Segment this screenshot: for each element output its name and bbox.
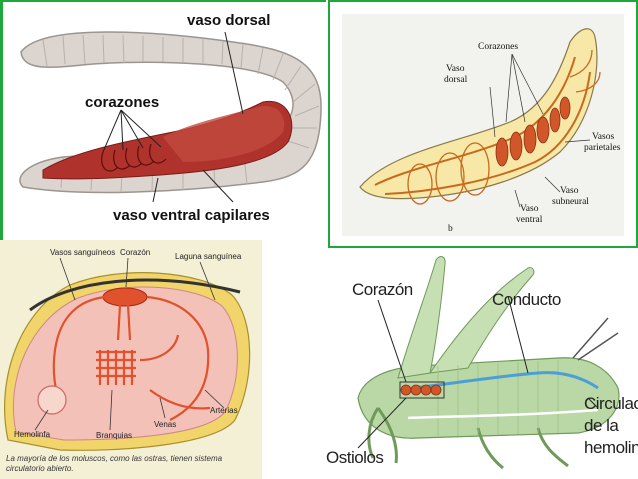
label-vasos-parietales-2: parietales <box>584 143 621 153</box>
annelid-panel: Corazones Vaso dorsal Vasos parietales V… <box>328 0 638 248</box>
label-corazon-grasshopper: Corazón <box>352 280 413 299</box>
label-conducto: Conducto <box>492 290 561 309</box>
label-corazones: corazones <box>85 94 160 111</box>
grasshopper-panel: Corazón Conducto Ostiolos Circulación de… <box>318 248 638 479</box>
label-vasos-parietales-1: Vasos <box>592 132 615 142</box>
label-hemolinfa: Hemolinfa <box>14 430 51 439</box>
label-figure-letter: b <box>448 224 453 234</box>
label-vaso-subneural-2: subneural <box>552 197 589 207</box>
mollusc-illustration <box>4 257 251 451</box>
mollusc-caption: La mayoría de los moluscos, como las ost… <box>6 454 223 473</box>
label-corazones-annelid: Corazones <box>478 42 519 52</box>
label-vaso-ventral-annelid-2: ventral <box>516 215 543 225</box>
label-circulacion-1: Circulación <box>584 394 638 413</box>
earthworm-illustration <box>19 31 322 203</box>
label-vaso-dorsal-annelid-2: dorsal <box>444 75 468 85</box>
label-vaso-subneural-1: Vaso <box>560 186 579 196</box>
earthworm-panel: vaso dorsal corazones vaso ventral capil… <box>0 0 326 240</box>
label-circulacion-3: hemolinfa <box>584 438 638 457</box>
grasshopper-illustration <box>357 256 620 470</box>
label-arterias: Arterias <box>210 406 238 415</box>
label-vasos-sanguineos: Vasos sanguíneos <box>50 248 116 257</box>
annelid-illustration <box>359 28 601 208</box>
label-vaso-dorsal: vaso dorsal <box>187 12 271 29</box>
label-vaso-ventral-capilares: vaso ventral capilares <box>113 207 270 224</box>
label-corazon-mollusc: Corazón <box>120 248 151 257</box>
label-laguna-sanguinea: Laguna sanguínea <box>175 252 242 261</box>
mollusc-panel: Vasos sanguíneos Corazón Laguna sanguíne… <box>0 240 262 479</box>
label-venas: Venas <box>154 420 177 429</box>
label-ostiolos: Ostiolos <box>326 448 384 467</box>
label-circulacion-2: de la <box>584 416 619 435</box>
label-vaso-dorsal-annelid-1: Vaso <box>446 64 465 74</box>
label-vaso-ventral-annelid-1: Vaso <box>520 204 539 214</box>
label-branquias: Branquias <box>96 431 133 440</box>
